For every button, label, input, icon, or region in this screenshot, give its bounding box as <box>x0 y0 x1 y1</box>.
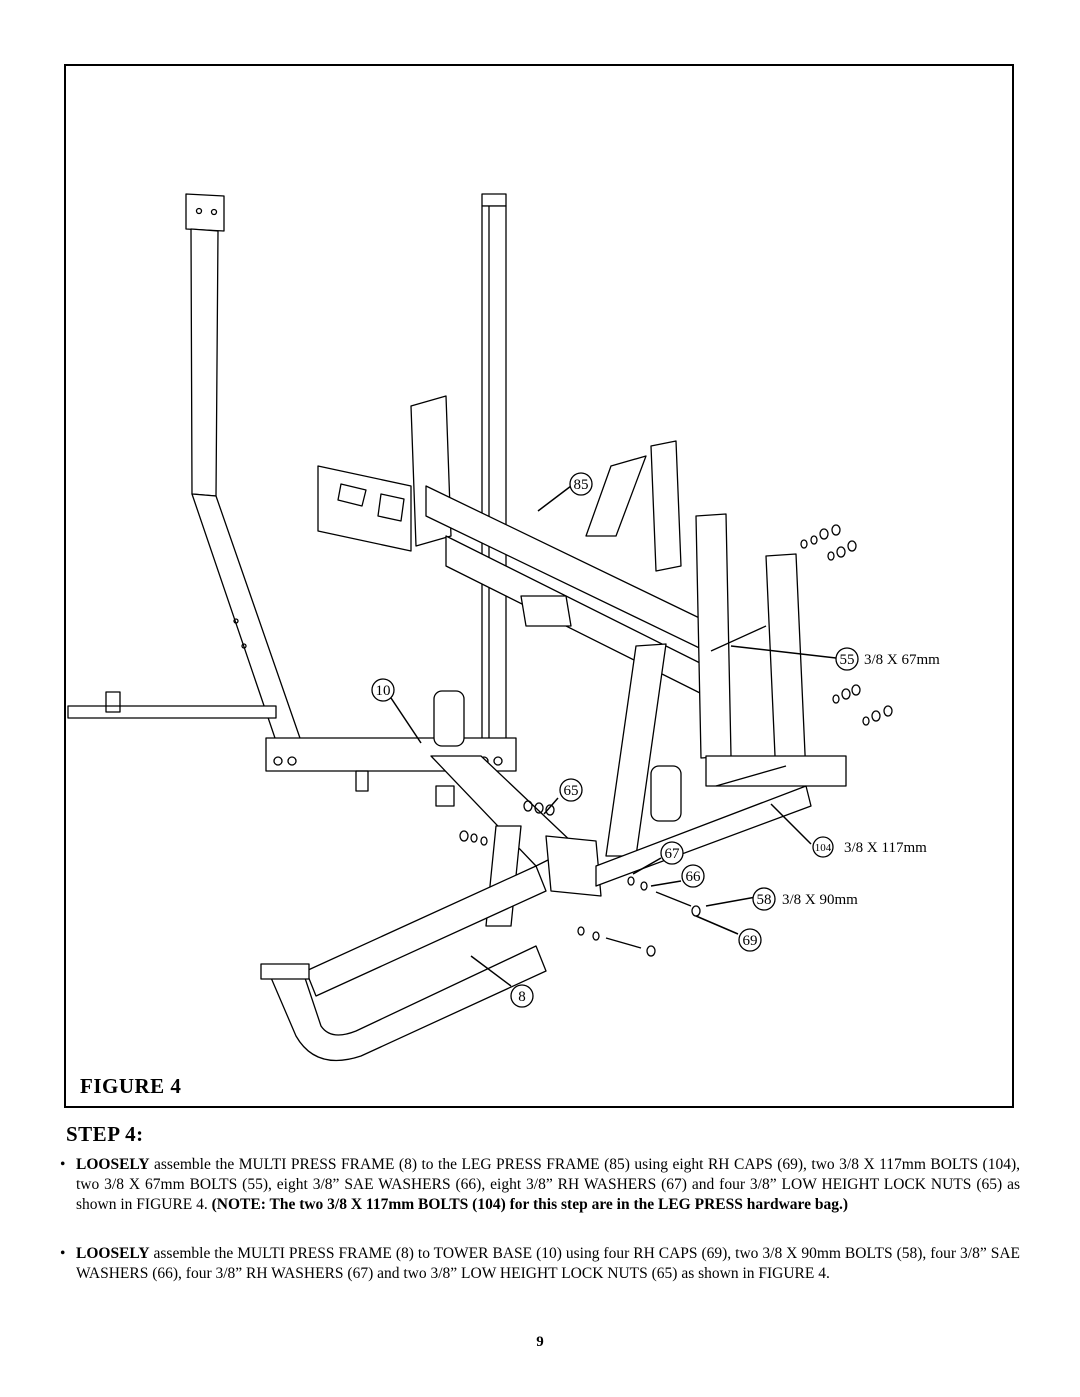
figure-frame: 85 55 10 65 104 67 66 58 69 8 3/8 X 67mm… <box>64 64 1014 1108</box>
figure-title: FIGURE 4 <box>80 1074 182 1098</box>
bullet: • <box>60 1156 66 1173</box>
callout-66: 66 <box>686 869 702 885</box>
callout-104: 104 <box>815 842 832 854</box>
bullet: • <box>60 1245 66 1262</box>
callout-10: 10 <box>376 683 391 699</box>
step-title: STEP 4: <box>66 1122 144 1146</box>
callout-55: 55 <box>840 652 855 668</box>
base-crossmember <box>430 690 682 867</box>
callout-67: 67 <box>665 846 681 862</box>
loosely-emphasis: LOOSELY <box>76 1156 150 1173</box>
callout-85: 85 <box>574 477 589 493</box>
hardware-note: (NOTE: The two 3/8 X 117mm BOLTS (104) f… <box>211 1196 849 1213</box>
spec-55: 3/8 X 67mm <box>864 652 940 668</box>
leader-lines <box>390 485 837 987</box>
callout-8: 8 <box>518 989 526 1005</box>
assembly-diagram: 85 55 10 65 104 67 66 58 69 8 3/8 X 67mm… <box>67 193 940 1062</box>
spec-58: 3/8 X 90mm <box>782 892 858 908</box>
instruction-paragraph-2: • LOOSELY assemble the MULTI PRESS FRAME… <box>60 1244 1020 1284</box>
loosely-emphasis: LOOSELY <box>76 1245 150 1262</box>
instruction-paragraph-1: • LOOSELY assemble the MULTI PRESS FRAME… <box>60 1155 1020 1215</box>
multi-press-frame <box>260 785 812 1062</box>
spec-104: 3/8 X 117mm <box>844 840 927 856</box>
tower-tube-right <box>481 193 507 752</box>
callout-69: 69 <box>743 933 758 949</box>
callout-65: 65 <box>564 783 579 799</box>
instruction-text: assemble the MULTI PRESS FRAME (8) to th… <box>76 1156 1020 1213</box>
hardware-stack-upper <box>800 524 893 726</box>
callout-58: 58 <box>757 892 772 908</box>
page-number: 9 <box>536 1334 544 1350</box>
instruction-text: assemble the MULTI PRESS FRAME (8) to TO… <box>76 1245 1020 1282</box>
tower-tube-left <box>185 193 302 742</box>
